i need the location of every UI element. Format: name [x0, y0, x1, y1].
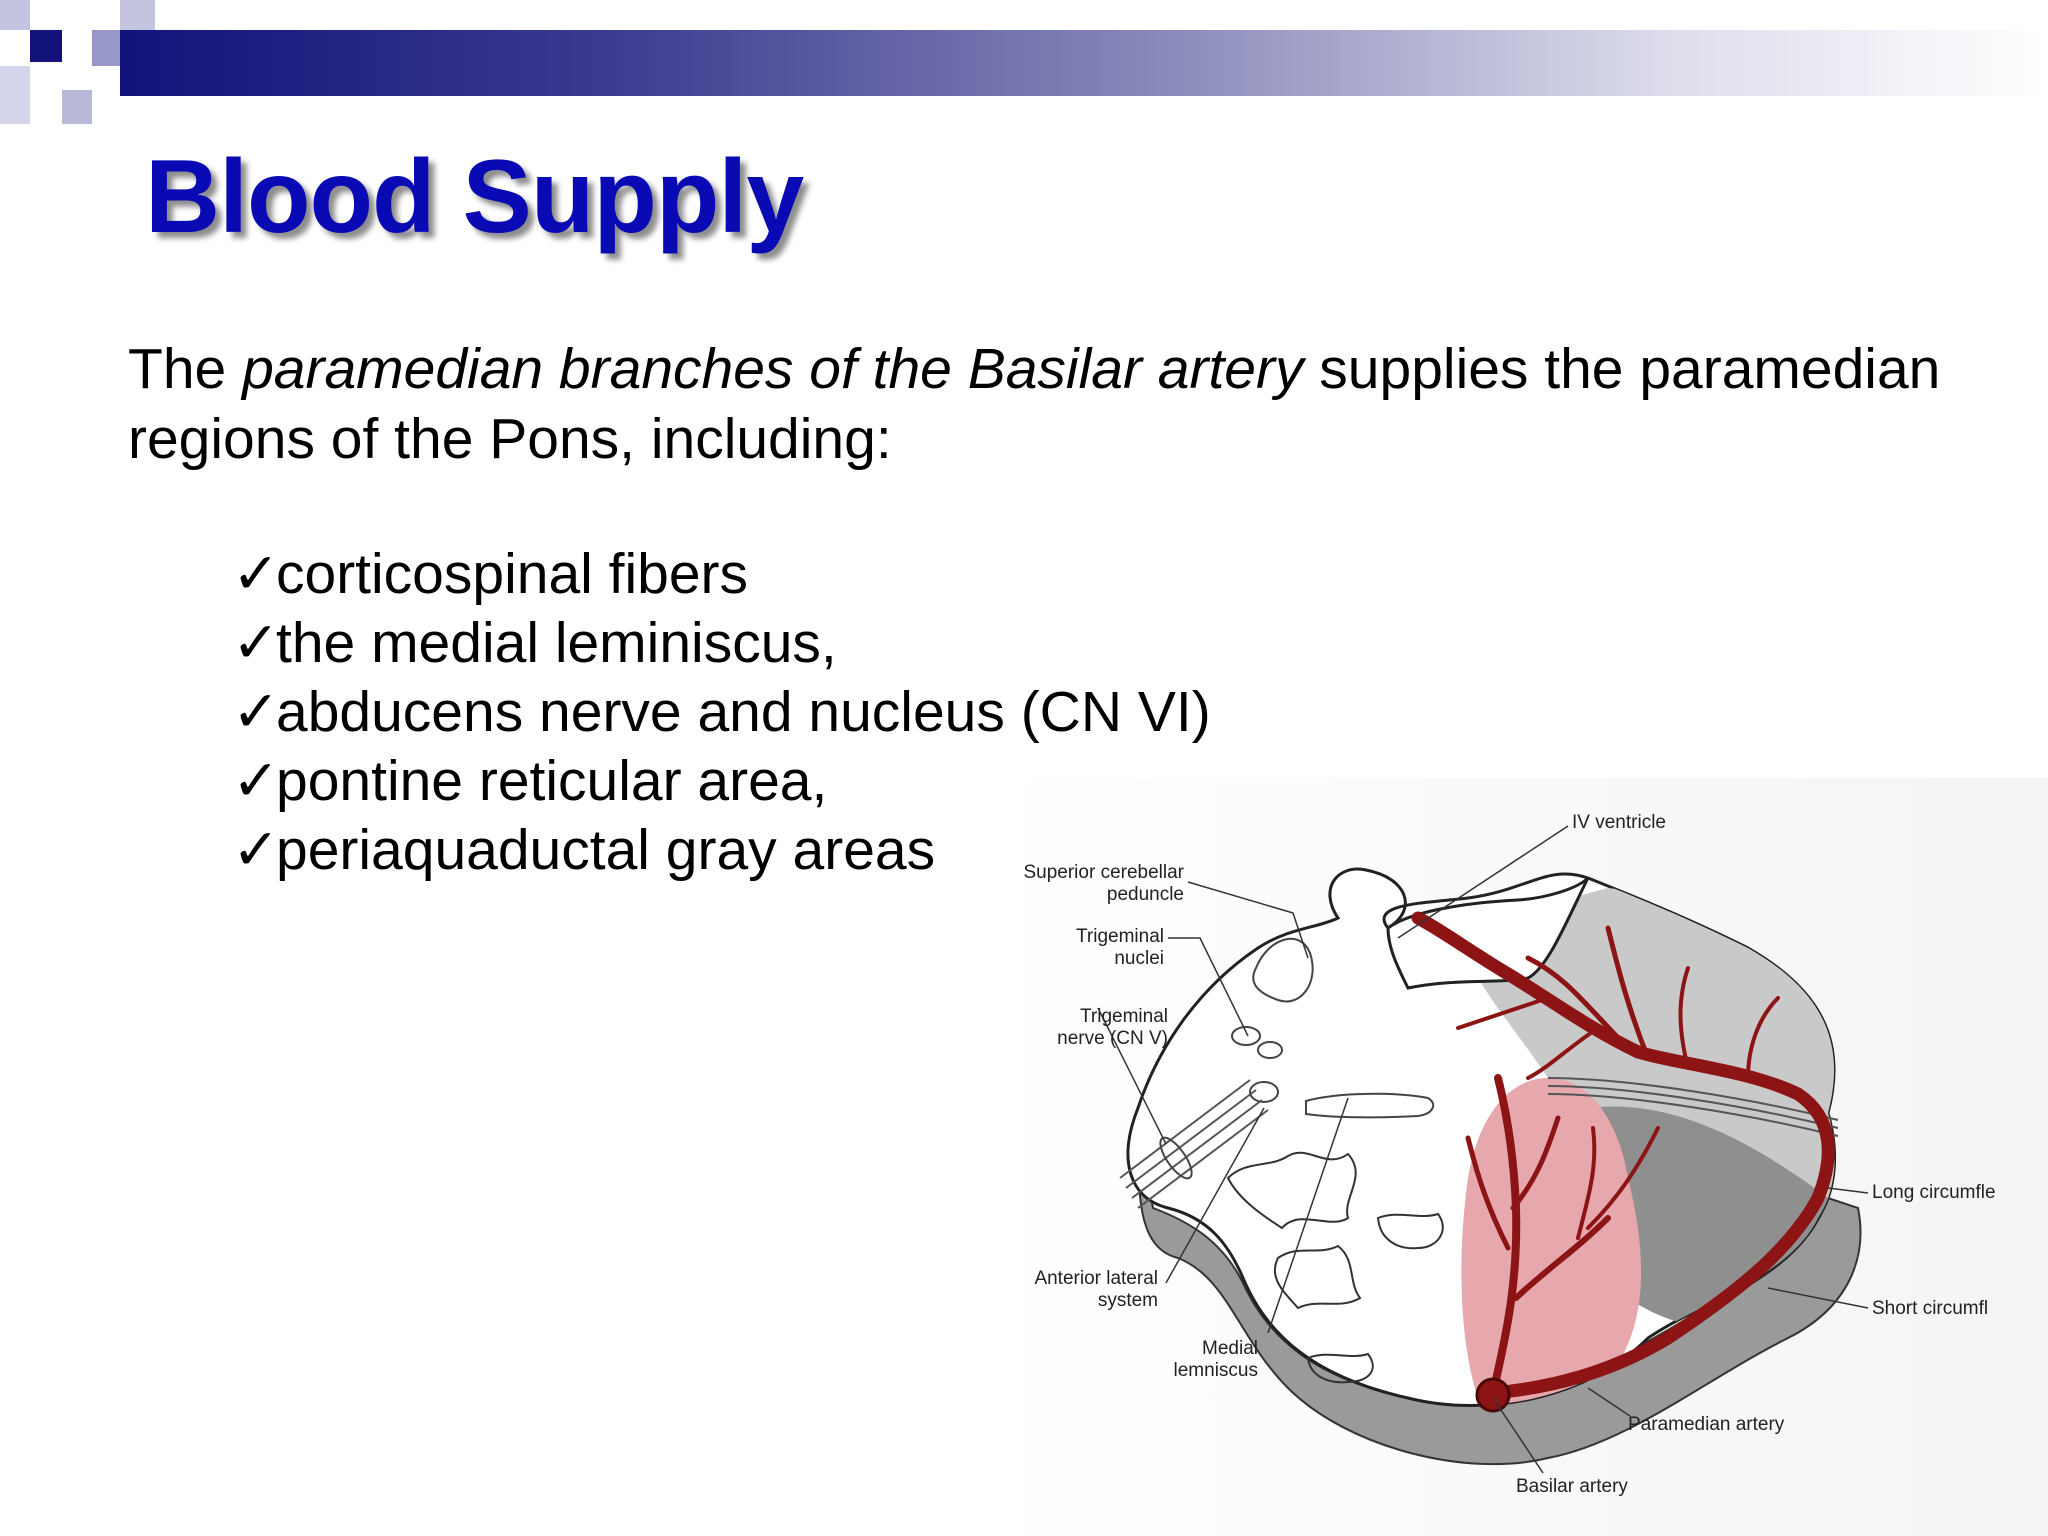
intro-paragraph: The paramedian branches of the Basilar a… [128, 334, 2008, 474]
corner-square-light-2 [120, 0, 155, 30]
list-item-text: the medial leminiscus, [276, 611, 837, 675]
checkmark-icon: ✓ [232, 611, 280, 675]
list-item: ✓pontine reticular area, [232, 747, 1211, 816]
long-circumflex-label: Long circumfle [1872, 1182, 1996, 1203]
checkmark-icon: ✓ [232, 542, 280, 606]
trigeminal-nucleus-shape [1257, 1041, 1283, 1059]
label-line: Superior cerebellar [1023, 862, 1184, 883]
medial-lemniscus-label: Medial lemniscus [1148, 1338, 1258, 1382]
iv-ventricle-shape [1386, 876, 1590, 990]
list-item-text: pontine reticular area, [276, 749, 828, 813]
checkmark-icon: ✓ [232, 818, 280, 882]
header-gradient-bar [120, 30, 2048, 96]
intro-text-italic: paramedian branches of the Basilar arter… [242, 337, 1304, 401]
leader-lines [1097, 825, 1869, 1474]
label-line: nerve (CN V) [1057, 1028, 1168, 1049]
trigeminal-nerve-label: Trigeminal nerve (CN V) [1008, 1006, 1168, 1050]
short-circumflex-label: Short circumfl [1872, 1298, 1989, 1319]
label-line: Medial [1202, 1338, 1258, 1359]
intro-text-start: The [128, 337, 243, 401]
basilar-artery-label: Basilar artery [1516, 1476, 1628, 1497]
label-line: lemniscus [1173, 1360, 1258, 1381]
trigeminal-nuclei-label: Trigeminal nuclei [1044, 926, 1164, 970]
corner-square-dark [30, 30, 62, 62]
list-item-text: periaquaductal gray areas [276, 818, 936, 882]
corner-square-light-4 [62, 90, 92, 124]
label-line: peduncle [1106, 884, 1184, 905]
label-line: nuclei [1114, 948, 1164, 969]
corner-square-mid [92, 30, 122, 66]
slide-title: Blood Supply [145, 139, 804, 255]
transverse-fibers [1547, 1077, 1839, 1137]
corner-square-light-3 [0, 66, 30, 124]
long-circumflex-artery [1411, 911, 1835, 1400]
region-checklist: ✓corticospinal fibers ✓the medial lemini… [232, 540, 1211, 885]
pons-illustration [988, 778, 2048, 1536]
list-item: ✓periaquaductal gray areas [232, 816, 1211, 885]
label-line: Anterior lateral [1034, 1268, 1158, 1289]
label-line: Trigeminal [1076, 926, 1164, 947]
list-item-text: abducens nerve and nucleus (CN VI) [276, 680, 1211, 744]
list-item: ✓abducens nerve and nucleus (CN VI) [232, 678, 1211, 747]
list-item-text: corticospinal fibers [276, 542, 749, 606]
label-line: Trigeminal [1080, 1006, 1168, 1027]
pons-blood-supply-diagram: IV ventricle Superior cerebellar peduncl… [988, 778, 2048, 1536]
list-item: ✓corticospinal fibers [232, 540, 1211, 609]
basilar-artery-shape [1475, 1377, 1511, 1413]
paramedian-artery-label: Paramedian artery [1628, 1414, 1785, 1435]
label-line: system [1097, 1290, 1158, 1311]
trigeminal-nerve-shape [1159, 1136, 1193, 1180]
checkmark-icon: ✓ [232, 749, 280, 813]
list-item: ✓the medial leminiscus, [232, 609, 1211, 678]
intro-text-end: supplies the paramedian regions of the P… [128, 337, 1941, 471]
iv-ventricle-label: IV ventricle [1572, 812, 1666, 833]
trigeminal-nucleus-shape [1231, 1026, 1261, 1046]
trigeminal-nucleus-shape [1249, 1081, 1279, 1103]
checkmark-icon: ✓ [232, 680, 280, 744]
artery-tree [1411, 911, 1835, 1400]
medial-lemniscus-shape [1305, 1092, 1435, 1119]
anterior-lateral-system-label: Anterior lateral system [1008, 1268, 1158, 1312]
short-circumflex-artery [1513, 1215, 1611, 1301]
corner-square-light-1 [0, 0, 30, 30]
trigeminal-nerve-fibers [1119, 1079, 1269, 1209]
superior-cerebellar-peduncle-label: Superior cerebellar peduncle [994, 862, 1184, 906]
superior-cerebellar-peduncle-shape [1252, 937, 1314, 1003]
pontine-nuclei-outlines [1226, 1151, 1444, 1384]
